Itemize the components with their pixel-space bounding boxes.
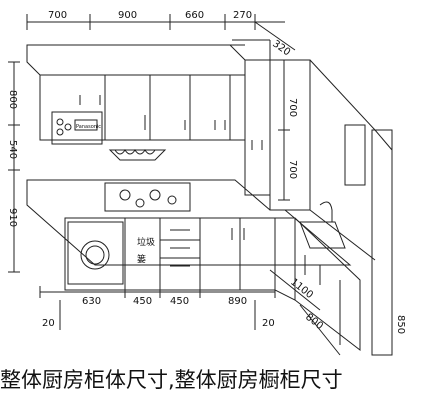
- dim-left-910: 910: [7, 208, 18, 227]
- dim-bottom-20-right: 20: [262, 318, 275, 329]
- image-caption: 整体厨房柜体尺寸,整体厨房橱柜尺寸: [0, 368, 343, 392]
- dim-top-700: 700: [48, 10, 67, 21]
- dim-upper-right-700a: 700: [287, 98, 298, 117]
- dim-top-270: 270: [233, 10, 252, 21]
- microwave-brand: Panasonic: [76, 124, 101, 130]
- dim-top-320: 320: [270, 38, 292, 58]
- dim-bottom-890: 890: [228, 296, 247, 307]
- dim-run-800: 800: [303, 312, 325, 332]
- dim-run-1100: 1100: [288, 277, 315, 301]
- cabinet-label-2: 篓: [137, 253, 146, 265]
- dim-top-660: 660: [185, 10, 204, 21]
- cabinet-label-1: 垃圾: [137, 236, 155, 248]
- kitchen-cabinet-diagram: 700 900 660 270 320 800 540 910 700 700 …: [7, 10, 406, 356]
- dim-left-540: 540: [7, 140, 18, 159]
- dim-left-800: 800: [7, 90, 18, 109]
- dim-upper-right-700b: 700: [287, 160, 298, 179]
- dim-bottom-450a: 450: [133, 296, 152, 307]
- dim-bottom-630: 630: [82, 296, 101, 307]
- dim-run-850: 850: [395, 315, 406, 334]
- dim-top-900: 900: [118, 10, 137, 21]
- dim-bottom-20-left: 20: [42, 318, 55, 329]
- dim-bottom-450b: 450: [170, 296, 189, 307]
